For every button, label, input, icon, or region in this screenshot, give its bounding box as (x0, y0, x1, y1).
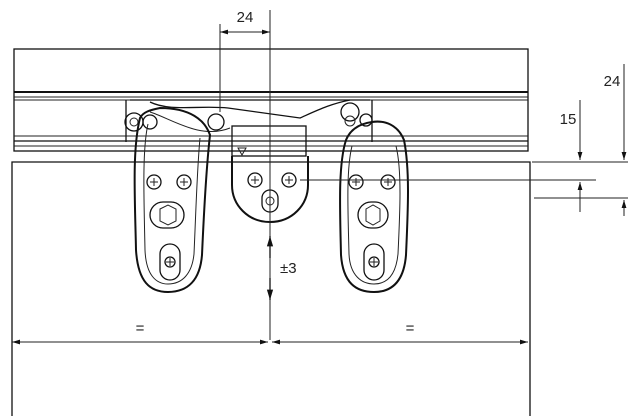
dimension-equal-spacing: = = (12, 320, 528, 345)
dimension-right-small-label: 15 (560, 111, 577, 128)
dimension-right-large-label: 24 (604, 73, 621, 90)
roller-left (124, 112, 225, 132)
equal-right-label: = (406, 320, 415, 337)
dimension-right: 15 24 (300, 64, 628, 216)
equal-left-label: = (136, 320, 145, 337)
dimension-vertical-adjust: ±3 (266, 236, 297, 300)
hanger-plate-right (339, 120, 409, 294)
hanger-plate-left (133, 106, 212, 294)
track-rail (13, 48, 529, 152)
dimension-top-label: 24 (237, 9, 254, 26)
door-panel (11, 161, 531, 416)
vertical-adjust-label: ±3 (280, 260, 297, 277)
roller-right (340, 102, 373, 127)
dimension-top: 24 (219, 9, 270, 112)
